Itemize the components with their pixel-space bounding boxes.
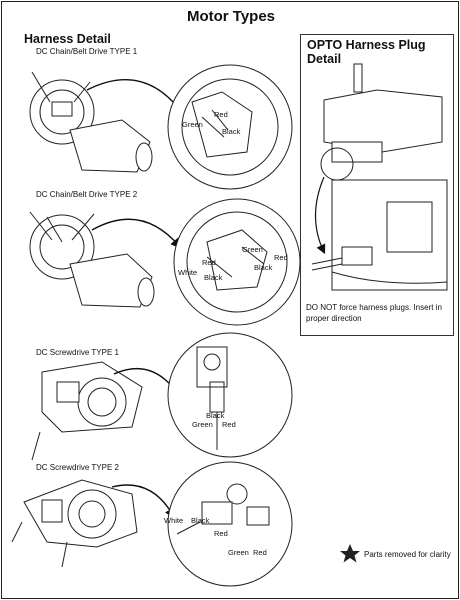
arrow-chain-2 <box>91 218 182 250</box>
wire-label: Red <box>274 253 288 262</box>
type-label-screw-1: DC Screwdrive TYPE 1 <box>36 348 119 357</box>
arrow-chain-1 <box>86 78 182 113</box>
motor-screw-2-illustration <box>11 479 138 568</box>
wire-label: Green <box>242 245 263 254</box>
page-title: Motor Types <box>186 8 276 25</box>
opto-motor-illustration <box>311 63 448 291</box>
opto-note: DO NOT force harness plugs. Insert in pr… <box>306 303 442 323</box>
wire-label: White <box>178 268 198 277</box>
wire-label: Black <box>204 273 223 282</box>
wire-label: White <box>164 516 184 525</box>
wire-label: Black <box>206 411 225 420</box>
type-label-chain-2: DC Chain/Belt Drive TYPE 2 <box>36 190 138 199</box>
detail-circle-chain-2 <box>173 198 301 326</box>
motor-chain-2-illustration <box>29 211 155 308</box>
wire-label: Red <box>214 529 228 538</box>
opto-box <box>300 34 454 336</box>
wire-label: Black <box>222 127 241 136</box>
wire-label: Red <box>202 258 216 267</box>
detail-circle-screw-1 <box>167 332 293 458</box>
detail-circle-chain-1 <box>167 64 293 190</box>
wire-label: Red <box>253 548 267 557</box>
motor-screw-1-illustration <box>31 361 143 461</box>
wire-label: Black <box>254 263 273 272</box>
type-label-screw-2: DC Screwdrive TYPE 2 <box>36 463 119 472</box>
wire-label: Green <box>182 120 203 129</box>
type-label-chain-1: DC Chain/Belt Drive TYPE 1 <box>36 47 138 56</box>
wire-label: Green <box>228 548 249 557</box>
detail-circle-screw-2 <box>167 461 293 587</box>
wire-label: Green <box>192 420 213 429</box>
opto-heading: OPTO Harness Plug Detail <box>307 38 426 66</box>
wire-label: Black <box>191 516 210 525</box>
arrow-opto <box>315 176 326 255</box>
wire-label: Red <box>222 420 236 429</box>
wire-label: Red <box>214 110 228 119</box>
harness-heading: Harness Detail <box>24 32 111 46</box>
legend-text: Parts removed for clarity <box>364 550 451 559</box>
motor-chain-1-illustration <box>29 71 153 173</box>
star-icon <box>340 544 360 563</box>
